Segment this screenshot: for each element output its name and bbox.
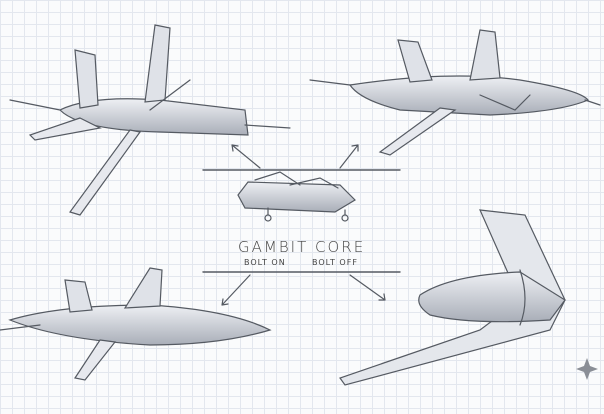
option-bolt-on: BOLT ON bbox=[244, 258, 286, 267]
aircraft-view-bottom-left bbox=[0, 267, 272, 381]
diagram-lines bbox=[202, 144, 401, 306]
aircraft-view-top-left bbox=[9, 24, 291, 216]
diagram-title: GAMBIT CORE bbox=[238, 238, 366, 256]
logo-star-icon bbox=[576, 358, 598, 380]
aircraft-view-top-right bbox=[309, 29, 601, 156]
aircraft-view-bottom-right bbox=[339, 209, 566, 386]
option-bolt-off: BOLT OFF bbox=[312, 258, 358, 267]
gambit-core-vehicle bbox=[237, 171, 356, 222]
